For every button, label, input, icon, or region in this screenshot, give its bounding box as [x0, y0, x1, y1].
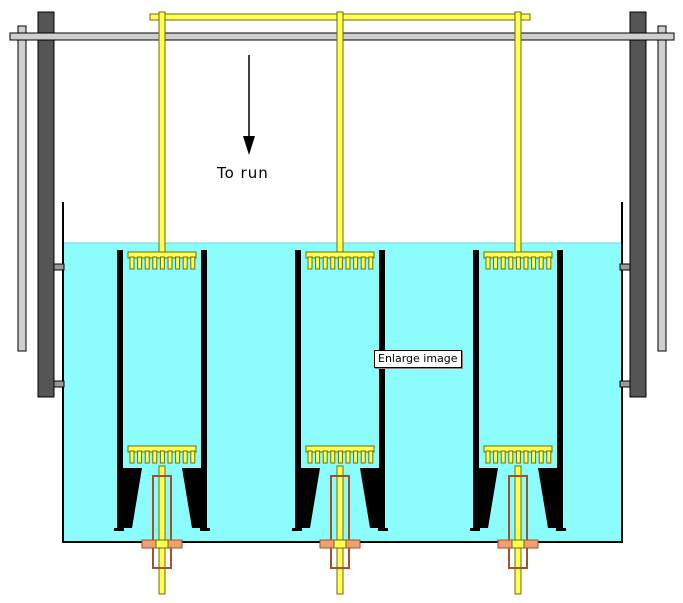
comb-tooth	[508, 256, 514, 270]
comb-tooth	[159, 450, 165, 464]
comb-tooth	[129, 256, 135, 270]
comb-tooth	[307, 450, 313, 464]
comb-tooth	[531, 450, 537, 464]
plunger-unit-3	[470, 11, 566, 595]
comb-tooth	[508, 450, 514, 464]
comb-tooth	[353, 256, 359, 270]
comb-tooth	[167, 256, 173, 270]
comb-tooth	[175, 256, 181, 270]
comb-tooth	[546, 256, 552, 270]
lower-rod	[158, 465, 166, 595]
lower-rod	[336, 465, 344, 595]
comb-tooth	[515, 256, 521, 270]
comb-tooth	[137, 450, 143, 464]
comb-tooth	[315, 450, 321, 464]
comb-tooth	[515, 450, 521, 464]
flange-rod-pass	[333, 539, 347, 549]
foot-right	[556, 528, 566, 531]
cylinder-wall-left	[295, 250, 301, 472]
upper-rod	[336, 11, 344, 253]
upper-rod	[158, 11, 166, 253]
nozzle-wedge-left	[117, 468, 142, 528]
comb-tooth	[159, 256, 165, 270]
nozzle-wedge-left	[473, 468, 498, 528]
comb-tooth	[485, 450, 491, 464]
plunger-unit-1	[114, 11, 210, 595]
comb-tooth	[322, 450, 328, 464]
comb-tooth	[330, 450, 336, 464]
comb-tooth	[531, 256, 537, 270]
comb-tooth	[337, 450, 343, 464]
enlarge-image-tooltip[interactable]: Enlarge image	[374, 350, 462, 368]
comb-tooth	[345, 256, 351, 270]
comb-tooth	[493, 256, 499, 270]
nozzle-wedge-right	[538, 468, 563, 528]
guide-tube	[152, 475, 172, 569]
nozzle-wedge-right	[360, 468, 385, 528]
comb-tooth	[500, 256, 506, 270]
comb-tooth	[152, 450, 158, 464]
flange-rod-pass	[511, 539, 525, 549]
comb-tooth	[137, 256, 143, 270]
cylinder-wall-left	[473, 250, 479, 472]
foot-right	[378, 528, 388, 531]
comb-tooth	[500, 450, 506, 464]
comb-tooth	[182, 256, 188, 270]
comb-tooth	[144, 450, 150, 464]
comb-tooth	[523, 256, 529, 270]
foot-left	[292, 528, 302, 531]
left-frame	[17, 11, 65, 398]
flange-rod-pass	[155, 539, 169, 549]
comb-tooth	[546, 450, 552, 464]
plunger-units	[114, 11, 566, 595]
foot-left	[470, 528, 480, 531]
comb-tooth	[485, 256, 491, 270]
right-frame	[619, 11, 667, 398]
comb-tooth	[307, 256, 313, 270]
comb-tooth	[175, 450, 181, 464]
comb-tooth	[523, 450, 529, 464]
comb-tooth	[538, 256, 544, 270]
comb-tooth	[353, 450, 359, 464]
comb-tooth	[315, 256, 321, 270]
comb-tooth	[167, 450, 173, 464]
lower-rod	[514, 465, 522, 595]
comb-tooth	[190, 450, 196, 464]
comb-tooth	[360, 450, 366, 464]
direction-label: To run	[216, 164, 269, 182]
comb-tooth	[144, 256, 150, 270]
cylinder-wall-right	[201, 250, 207, 472]
foot-left	[114, 528, 124, 531]
upper-rod	[514, 11, 522, 253]
down-arrow-icon	[243, 55, 255, 155]
guide-tube	[330, 475, 350, 569]
nozzle-wedge-left	[295, 468, 320, 528]
cylinder-wall-left	[117, 250, 123, 472]
guide-tube	[508, 475, 528, 569]
comb-tooth	[368, 256, 374, 270]
comb-tooth	[152, 256, 158, 270]
comb-tooth	[182, 450, 188, 464]
comb-tooth	[129, 450, 135, 464]
comb-tooth	[322, 256, 328, 270]
comb-tooth	[345, 450, 351, 464]
foot-right	[200, 528, 210, 531]
cylinder-wall-right	[557, 250, 563, 472]
comb-tooth	[368, 450, 374, 464]
nozzle-wedge-right	[182, 468, 207, 528]
comb-tooth	[337, 256, 343, 270]
comb-tooth	[538, 450, 544, 464]
comb-tooth	[330, 256, 336, 270]
comb-tooth	[360, 256, 366, 270]
comb-tooth	[493, 450, 499, 464]
comb-tooth	[190, 256, 196, 270]
